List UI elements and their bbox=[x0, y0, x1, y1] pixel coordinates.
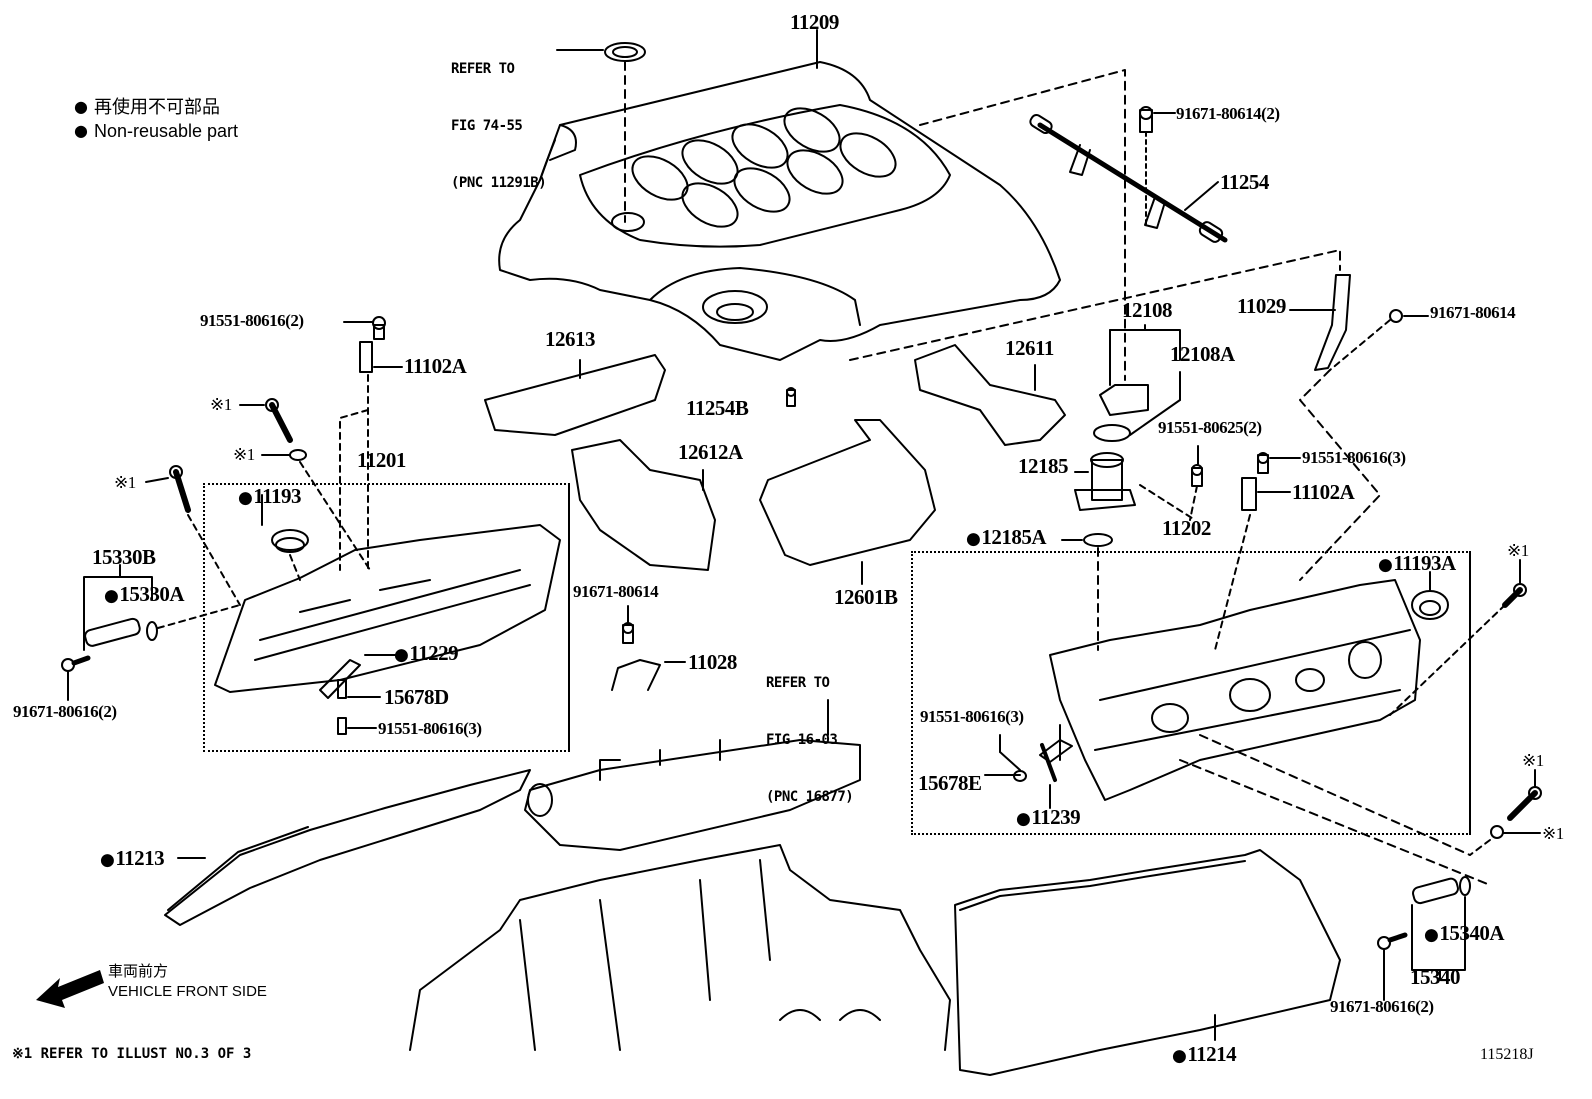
callout-11229[interactable]: 11229 bbox=[394, 643, 458, 664]
intake-manifold bbox=[524, 739, 861, 851]
callout-12185A[interactable]: 12185A bbox=[966, 527, 1046, 548]
head-cover-11202 bbox=[1049, 579, 1421, 801]
callout-11254B[interactable]: 11254B bbox=[686, 396, 749, 420]
cover-12611 bbox=[914, 344, 1066, 446]
callout-11214[interactable]: 11214 bbox=[1172, 1044, 1236, 1065]
reference-note-fig-16-03[interactable]: REFER TO FIG 16-03 (PNC 16877) bbox=[766, 675, 854, 805]
callout-11201[interactable]: 11201 bbox=[357, 448, 406, 472]
note-marker-1[interactable]: ※1 bbox=[114, 473, 136, 492]
note-marker-1[interactable]: ※1 bbox=[1542, 824, 1564, 843]
gasket-11213 bbox=[164, 769, 531, 926]
callout-15330A[interactable]: 15330A bbox=[104, 584, 184, 605]
callout-12612A[interactable]: 12612A bbox=[678, 440, 743, 464]
callout-15678D[interactable]: 15678D bbox=[384, 685, 449, 709]
head-cover-11201 bbox=[214, 524, 561, 693]
legend: ● 再使用不可部品 ● Non-reusable part bbox=[74, 95, 238, 143]
note-marker-1[interactable]: ※1 bbox=[1507, 541, 1529, 560]
non-reusable-bullet-icon: ● bbox=[74, 97, 88, 116]
callout-91671-80614-2[interactable]: 91671-80614(2) bbox=[1176, 104, 1280, 123]
footnote: ※1 REFER TO ILLUST NO.3 OF 3 bbox=[12, 1046, 252, 1062]
legend-text-en: Non-reusable part bbox=[93, 121, 239, 141]
callout-12185[interactable]: 12185 bbox=[1018, 454, 1069, 478]
note-marker-1[interactable]: ※1 bbox=[233, 445, 255, 464]
group-box-11202 bbox=[911, 551, 1471, 835]
callout-91551-80616-3-right[interactable]: 91551-80616(3) bbox=[1302, 448, 1406, 467]
callout-15678E[interactable]: 15678E bbox=[918, 771, 982, 795]
reference-note-fig-74-55[interactable]: REFER TO FIG 74-55 (PNC 11291B) bbox=[451, 61, 547, 191]
callout-11254[interactable]: 11254 bbox=[1220, 170, 1269, 194]
callout-12108[interactable]: 12108 bbox=[1122, 298, 1173, 322]
callout-91671-80616-2-left[interactable]: 91671-80616(2) bbox=[13, 702, 117, 721]
cover-12601B bbox=[759, 419, 936, 566]
callout-91671-80614-mid[interactable]: 91671-80614 bbox=[573, 582, 659, 601]
callout-12601B[interactable]: 12601B bbox=[834, 585, 898, 609]
non-reusable-bullet-icon: ● bbox=[74, 121, 88, 140]
callout-11209[interactable]: 11209 bbox=[790, 10, 839, 34]
cover-12613 bbox=[484, 354, 666, 436]
callout-11028[interactable]: 11028 bbox=[688, 650, 737, 674]
callout-91671-80614-right[interactable]: 91671-80614 bbox=[1430, 303, 1516, 322]
emblem bbox=[604, 42, 646, 62]
callout-11202[interactable]: 11202 bbox=[1162, 516, 1211, 540]
group-box-11201 bbox=[203, 483, 570, 752]
figure-id: 115218J bbox=[1480, 1046, 1534, 1063]
callout-91671-80616-2-right[interactable]: 91671-80616(2) bbox=[1330, 997, 1434, 1016]
callout-11239[interactable]: 11239 bbox=[1016, 807, 1080, 828]
arrow-left-down-icon bbox=[36, 970, 104, 1008]
engine-cover-11209 bbox=[498, 61, 1061, 361]
callout-12611[interactable]: 12611 bbox=[1005, 336, 1054, 360]
direction-label-jp: 車両前方 bbox=[108, 963, 169, 980]
callout-15340[interactable]: 15340 bbox=[1410, 965, 1461, 989]
gasket-11214 bbox=[954, 849, 1341, 1076]
callout-11193A[interactable]: 11193A bbox=[1378, 553, 1456, 574]
callout-91551-80616-2[interactable]: 91551-80616(2) bbox=[200, 311, 304, 330]
note-marker-1[interactable]: ※1 bbox=[1522, 751, 1544, 770]
engine-block bbox=[409, 844, 951, 1051]
callout-11102A-left[interactable]: 11102A bbox=[404, 354, 467, 378]
callout-91551-80616-3-left[interactable]: 91551-80616(3) bbox=[378, 719, 482, 738]
callout-15340A[interactable]: 15340A bbox=[1424, 923, 1504, 944]
legend-text-jp: 再使用不可部品 bbox=[93, 97, 220, 117]
callout-91551-80625-2[interactable]: 91551-80625(2) bbox=[1158, 418, 1262, 437]
callout-11213[interactable]: 11213 bbox=[100, 848, 164, 869]
direction-label-en: VEHICLE FRONT SIDE bbox=[108, 983, 267, 1000]
callout-15330B[interactable]: 15330B bbox=[92, 545, 156, 569]
callout-12613[interactable]: 12613 bbox=[545, 327, 596, 351]
note-marker-1[interactable]: ※1 bbox=[210, 395, 232, 414]
rod-11254 bbox=[1029, 113, 1228, 243]
cover-12612A bbox=[571, 439, 716, 571]
callout-11102A-right[interactable]: 11102A bbox=[1292, 480, 1355, 504]
callout-11193[interactable]: 11193 bbox=[238, 486, 301, 507]
callout-12108A[interactable]: 12108A bbox=[1170, 342, 1235, 366]
callout-91551-80616-3-mid[interactable]: 91551-80616(3) bbox=[920, 707, 1024, 726]
callout-11029[interactable]: 11029 bbox=[1237, 294, 1286, 318]
